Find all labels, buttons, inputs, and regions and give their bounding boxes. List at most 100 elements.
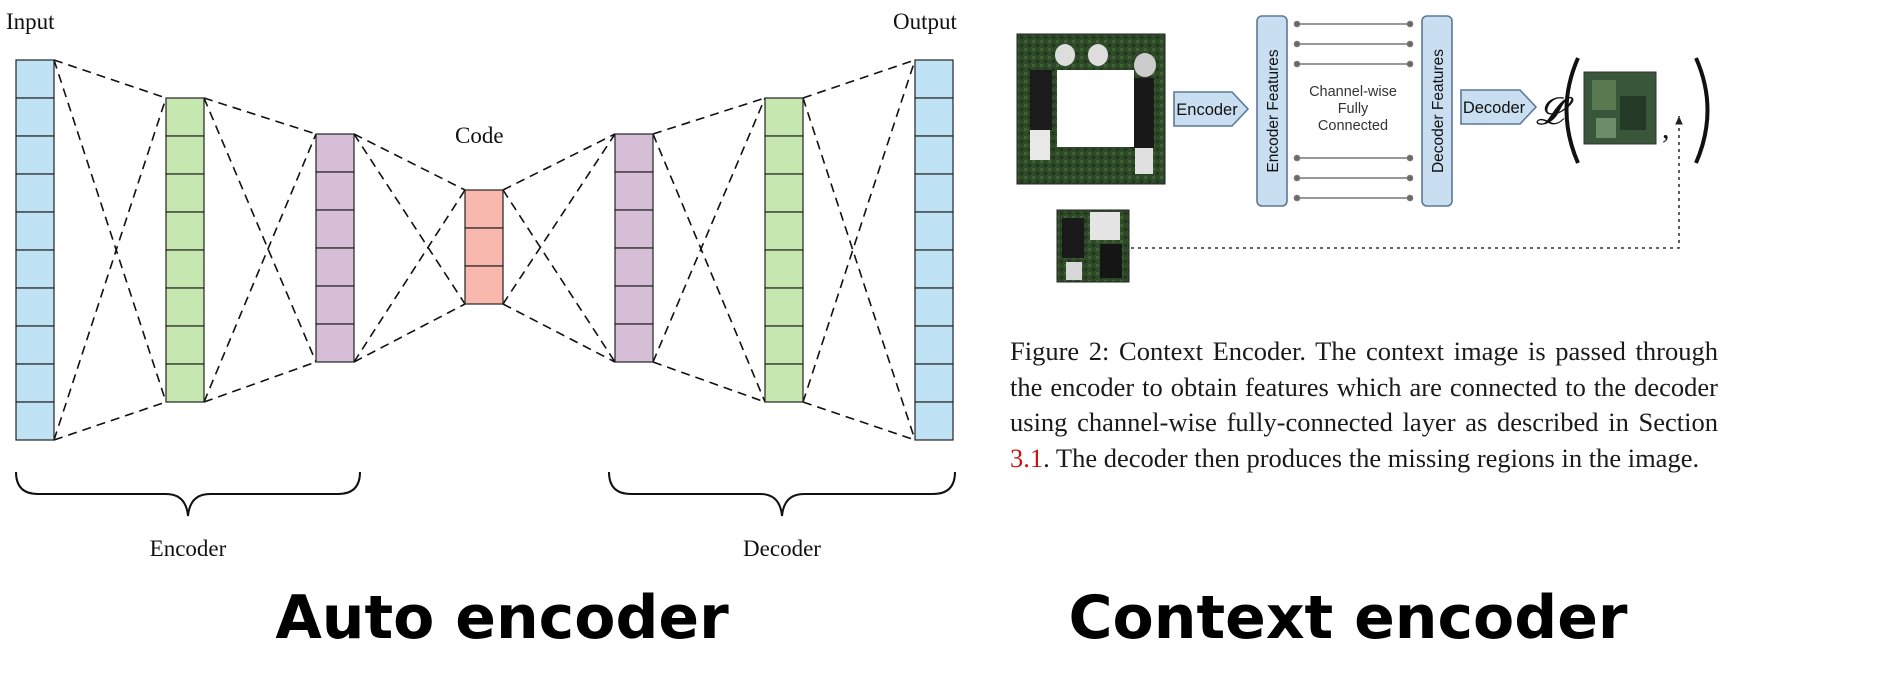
channel-dot — [1293, 194, 1301, 202]
decoder-layer-2 — [764, 97, 804, 403]
connection-line — [53, 59, 167, 403]
connection-line — [53, 97, 167, 441]
layers — [15, 59, 954, 441]
output-label: Output — [893, 9, 958, 34]
neuron-cell — [914, 173, 954, 213]
connection-line — [652, 361, 766, 403]
neuron-cell — [914, 287, 954, 327]
decoder-label: Decoder — [743, 536, 821, 561]
neuron-cell — [764, 249, 804, 289]
channel-dot — [1406, 40, 1414, 48]
neuron-cell — [914, 135, 954, 175]
connection-line — [203, 97, 317, 135]
encoder-box — [1173, 91, 1250, 127]
neuron-cell — [165, 97, 205, 137]
neuron-cell — [15, 59, 55, 99]
neuron-cell — [165, 135, 205, 175]
input-label: Input — [6, 9, 55, 34]
code-layer — [464, 189, 504, 305]
neuron-cell — [614, 247, 654, 287]
neuron-cell — [15, 287, 55, 327]
connection-line — [502, 133, 616, 191]
neuron-cell — [315, 323, 355, 363]
decoder-layer-1 — [614, 133, 654, 363]
loss-comma: , — [1662, 112, 1670, 145]
neuron-cell — [764, 173, 804, 213]
neuron-cell — [764, 363, 804, 403]
neuron-cell — [764, 97, 804, 137]
neuron-cell — [914, 211, 954, 251]
code-label: Code — [455, 123, 504, 148]
decoder-features-label: Decoder Features — [1430, 49, 1447, 173]
loss-right-paren — [1694, 57, 1710, 164]
neuron-cell — [315, 133, 355, 173]
channel-dot — [1293, 154, 1301, 162]
neuron-cell — [914, 363, 954, 403]
connection-line — [802, 401, 916, 441]
loss-left-paren — [1564, 57, 1580, 164]
caption-text-after: . The decoder then produces the missing … — [1043, 442, 1700, 473]
neuron-cell — [315, 171, 355, 211]
output-layer — [914, 59, 954, 441]
neuron-cell — [15, 325, 55, 365]
encoder-box-label: Encoder — [1176, 101, 1238, 119]
autoencoder-diagram: Input Output Code Encoder Decoder Auto e… — [6, 9, 958, 653]
neuron-cell — [165, 249, 205, 289]
connection-line — [203, 97, 317, 363]
connection-line — [203, 361, 317, 403]
channel-dot — [1293, 20, 1301, 28]
neuron-cell — [914, 97, 954, 137]
connection-line — [353, 133, 466, 305]
neuron-cell — [315, 285, 355, 325]
channel-dot — [1293, 174, 1301, 182]
decoder-box-label: Decoder — [1463, 99, 1526, 117]
caption-text-before: Figure 2: Context Encoder. The context i… — [1010, 336, 1718, 437]
neuron-cell — [614, 285, 654, 325]
neuron-cell — [165, 211, 205, 251]
context-input-image — [1016, 33, 1166, 185]
connection-line — [353, 189, 466, 363]
missing-region-patch — [1056, 209, 1130, 283]
neuron-cell — [764, 211, 804, 251]
channel-dot — [1406, 174, 1414, 182]
autoencoder-title: Auto encoder — [275, 583, 729, 653]
neuron-cell — [914, 249, 954, 289]
connection-line — [802, 59, 916, 403]
channel-wise-label-1: Channel-wise — [1309, 84, 1397, 100]
context-encoder-diagram: Encoder Encoder Features Channel-wise Fu… — [1016, 15, 1710, 653]
channel-wise-lines — [1293, 20, 1414, 202]
neuron-cell — [15, 401, 55, 441]
connection-line — [502, 303, 616, 363]
encoder-label: Encoder — [150, 536, 227, 561]
channel-wise-label-3: Connected — [1318, 118, 1388, 134]
encoder-features-label: Encoder Features — [1265, 49, 1282, 172]
neuron-cell — [614, 209, 654, 249]
neuron-cell — [15, 211, 55, 251]
neuron-cell — [614, 323, 654, 363]
connection-line — [652, 97, 766, 363]
neuron-cell — [165, 363, 205, 403]
neuron-cell — [464, 265, 504, 305]
connection-line — [502, 189, 616, 363]
channel-dot — [1406, 194, 1414, 202]
section-reference-link[interactable]: 3.1 — [1010, 442, 1044, 473]
neuron-cell — [15, 363, 55, 403]
neuron-cell — [15, 135, 55, 175]
figure-caption: Figure 2: Context Encoder. The context i… — [1010, 334, 1718, 476]
connection-line — [353, 133, 466, 191]
decoder-brace — [608, 471, 956, 517]
encoder-layer-1 — [165, 97, 205, 403]
connection-line — [502, 133, 616, 305]
reconstructed-patch — [1583, 71, 1657, 145]
neuron-cell — [315, 247, 355, 287]
encoder-layer-2 — [315, 133, 355, 363]
connection-line — [802, 97, 916, 441]
neuron-cell — [315, 209, 355, 249]
neuron-cell — [764, 287, 804, 327]
channel-wise-label-2: Fully — [1338, 101, 1369, 117]
neuron-cell — [764, 325, 804, 365]
connection-line — [53, 59, 167, 99]
neuron-cell — [464, 189, 504, 229]
connections — [53, 59, 916, 441]
neuron-cell — [614, 133, 654, 173]
